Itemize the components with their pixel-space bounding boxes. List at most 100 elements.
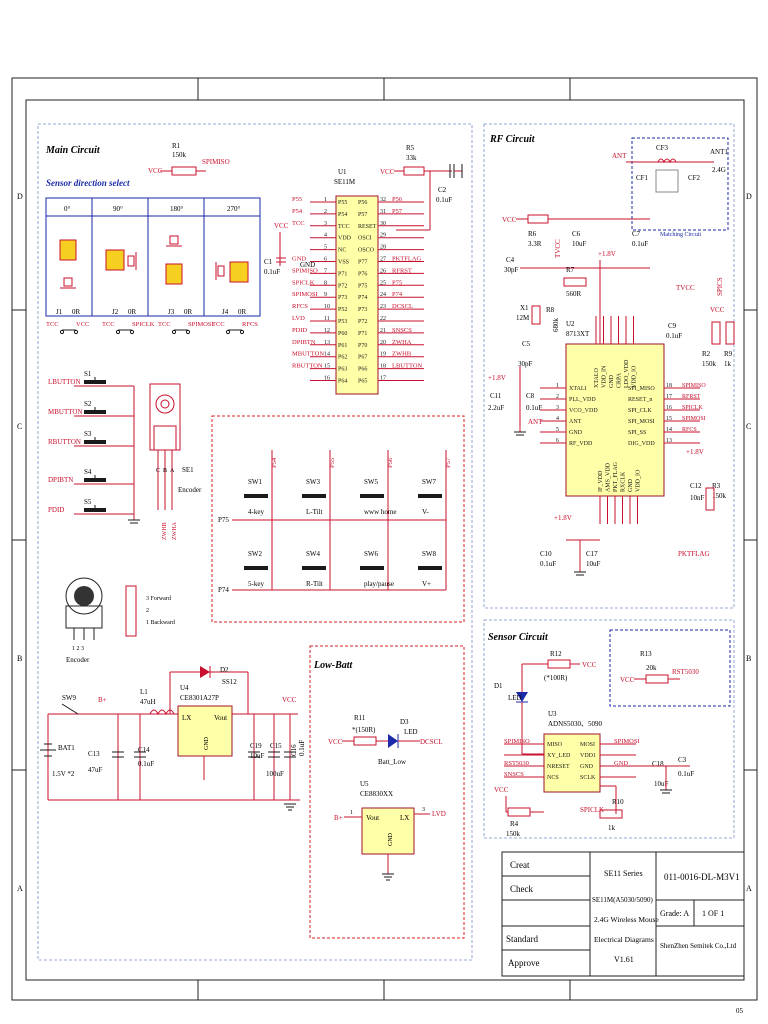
rf-ant-2: ANT bbox=[528, 418, 543, 426]
c1-ref: C1 bbox=[264, 258, 273, 266]
u2-top-pin-name: LDO_VDD bbox=[624, 359, 630, 388]
rf-v18-bottom: +1.8V bbox=[554, 514, 572, 522]
key-switch bbox=[418, 494, 442, 498]
se1-ref: SE1 bbox=[182, 466, 194, 474]
sensor-vcc-r13: VCC bbox=[620, 676, 635, 684]
sensor-icon-0 bbox=[59, 239, 77, 289]
c14-value: 0.1uF bbox=[138, 760, 154, 768]
title-docnum: 011-0016-DL-M3V1 bbox=[664, 872, 740, 882]
c7-ref: C7 bbox=[632, 230, 641, 238]
u1-left-pin-num: 11 bbox=[324, 316, 330, 322]
r7-value: 560R bbox=[566, 290, 582, 298]
jumper-pad bbox=[185, 329, 191, 335]
u2-top-pin-name: VDD_IO bbox=[632, 365, 638, 388]
u2-ref: U2 bbox=[566, 320, 575, 328]
r5-value: 33k bbox=[406, 154, 417, 162]
jumper-value: 0R bbox=[128, 308, 137, 316]
r11-value: *(150R) bbox=[352, 726, 376, 734]
u1-left-pin-num: 9 bbox=[324, 292, 327, 298]
u1-left-pin-num: 8 bbox=[324, 280, 327, 286]
u1-left-pin-num: 16 bbox=[324, 376, 330, 382]
key-switch bbox=[302, 494, 326, 498]
u1-left-net: TCC bbox=[292, 220, 305, 227]
button-net: LBUTTON bbox=[48, 378, 81, 386]
title-approve: Approve bbox=[508, 958, 540, 968]
bplus-label: B+ bbox=[98, 696, 107, 704]
u2-bottom-pin-name: AMS_VDD bbox=[606, 462, 612, 492]
jumper-pad bbox=[129, 329, 135, 335]
jumper-right-net: SPICLK bbox=[132, 321, 155, 328]
encoder-forward: 3 Forward bbox=[146, 596, 171, 602]
u2-left-pin-name: XTALI bbox=[569, 386, 587, 392]
u1-left-pin-num: 13 bbox=[324, 340, 330, 346]
r13-net: RST5030 bbox=[672, 668, 699, 676]
u1-left-pin-num: 1 bbox=[324, 197, 327, 203]
c18-ref: C18 bbox=[652, 760, 664, 768]
u2-right-pin-name: SPI_MOSI bbox=[628, 419, 655, 425]
key-ref: SW7 bbox=[422, 478, 437, 486]
u1-left-net: MBUTTON bbox=[292, 351, 324, 358]
u3-right-net: GND bbox=[614, 760, 628, 767]
u2-left-pin-num: 5 bbox=[556, 427, 559, 433]
u1-right-pin-name: P74 bbox=[358, 295, 367, 301]
u2-left-pin-num: 6 bbox=[556, 438, 559, 444]
u1-right-pin-name: P77 bbox=[358, 260, 367, 266]
u2-left-pin-name: VCO_VDD bbox=[569, 408, 598, 414]
u1-left-pin-num: 2 bbox=[324, 209, 327, 215]
c16-ref: C16 bbox=[290, 744, 298, 756]
r9-value: 1k bbox=[724, 360, 732, 368]
key-switch bbox=[360, 494, 384, 498]
button-ref: S3 bbox=[84, 430, 92, 438]
title-company: ShenZhen Semitek Co.,Ltd bbox=[660, 942, 737, 950]
c6-ref: C6 bbox=[572, 230, 581, 238]
jumper-ref: J4 bbox=[222, 308, 229, 316]
u1-right-pin-num: 17 bbox=[380, 376, 386, 382]
key-switch bbox=[244, 566, 268, 570]
title-check: Check bbox=[510, 884, 533, 894]
u3-left-net: SPIMISO bbox=[504, 738, 530, 745]
u1-left-pin-num: 10 bbox=[324, 304, 330, 310]
button-ref: S4 bbox=[84, 468, 92, 476]
c17-value: 10uF bbox=[586, 560, 601, 568]
u1-left-pin-name: P63 bbox=[338, 367, 347, 373]
c9-value: 0.1uF bbox=[666, 332, 682, 340]
key-ref: SW5 bbox=[364, 478, 379, 486]
u1-left-net: SPIMOSI bbox=[292, 291, 318, 298]
encoder-name: Encoder bbox=[66, 656, 90, 664]
sensor-icon-270 bbox=[215, 261, 249, 283]
r12-value: (*100R) bbox=[544, 674, 568, 682]
u1-left-net: RFCS bbox=[292, 303, 308, 310]
jumper-left-net: TCC bbox=[212, 321, 225, 328]
button-net: DPIBTN bbox=[48, 476, 73, 484]
u1-left-pin-num: 15 bbox=[324, 364, 330, 370]
row-label-d-left: D bbox=[17, 192, 23, 201]
u2-left-pin-num: 3 bbox=[556, 405, 559, 411]
r6-resistor bbox=[527, 214, 549, 224]
u1-right-pin-num: 32 bbox=[380, 197, 386, 203]
r12-ref: R12 bbox=[550, 650, 562, 658]
title-series: SE11 Series bbox=[604, 869, 643, 878]
rf-tvcc-2: TVCC bbox=[676, 284, 695, 292]
c15-ref: C15 bbox=[270, 742, 282, 750]
u2-left-pin-num: 1 bbox=[556, 383, 559, 389]
u1-right-net: RFRST bbox=[392, 267, 412, 274]
row-label-a-right: A bbox=[746, 884, 752, 893]
row-label-c-right: C bbox=[746, 422, 751, 431]
u1-left-net: P55 bbox=[292, 196, 302, 203]
u2-right-net: SPIMISO bbox=[682, 383, 706, 389]
button-ref: S5 bbox=[84, 498, 92, 506]
lowbatt-vcc: VCC bbox=[328, 738, 343, 746]
u1-left-pin-num: 14 bbox=[324, 352, 330, 358]
c12-ref: C12 bbox=[690, 482, 702, 490]
u2-right-pin-name: RESET_n bbox=[628, 397, 652, 403]
u1-left-net: RBUTTON bbox=[292, 363, 323, 370]
u1-pins: P551P55P542P54TCC3TCCVDD4NC5VSS6GNDP717S… bbox=[292, 196, 424, 385]
u1-right-net: ZWHA bbox=[392, 339, 412, 346]
lowbatt-dcscl: DCSCL bbox=[420, 738, 443, 746]
u2-bottom-pin-name: GND bbox=[628, 478, 634, 492]
u1-left-pin-name: P55 bbox=[338, 200, 347, 206]
u1-right-pin-num: 31 bbox=[380, 209, 386, 215]
r4-resistor bbox=[507, 807, 531, 817]
key-switch bbox=[360, 566, 384, 570]
